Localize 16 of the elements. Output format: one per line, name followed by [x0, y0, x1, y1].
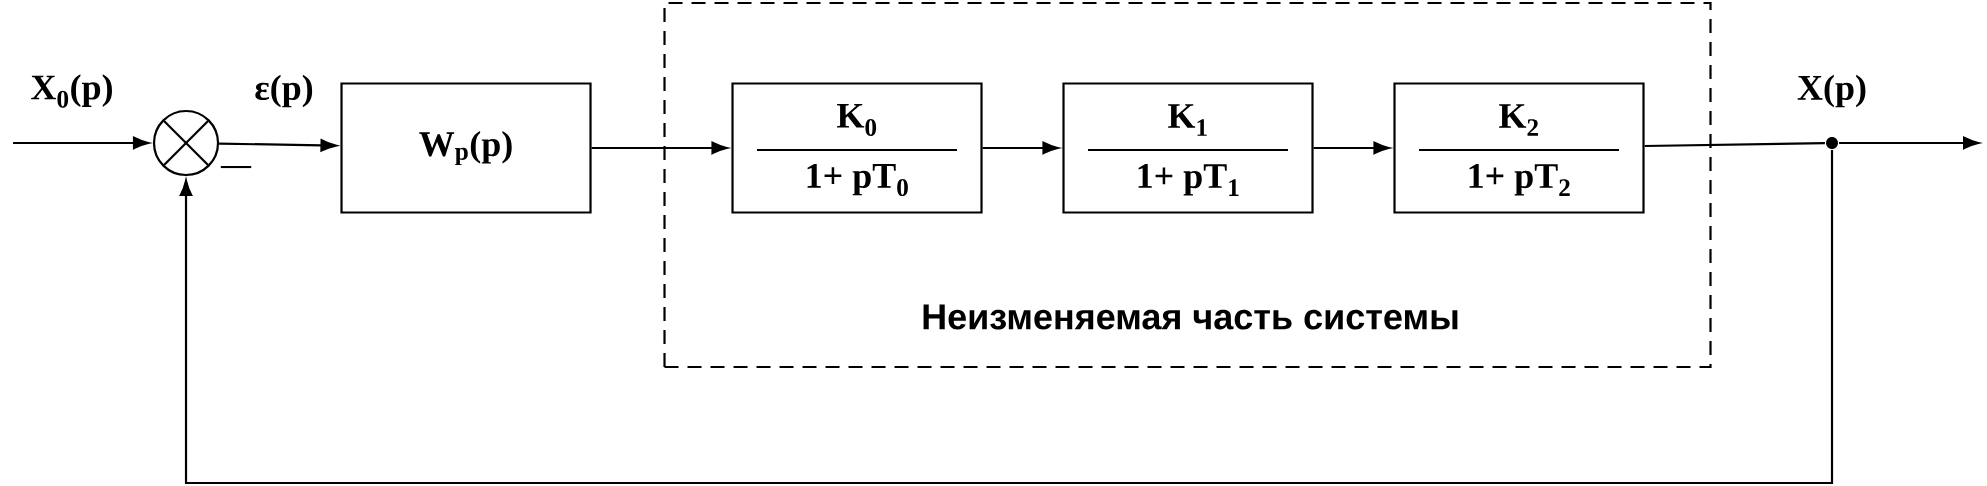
summing-junction: [152, 109, 220, 177]
arrow: [982, 141, 1059, 155]
transfer-block: K$_{2}$ 1+ pT$_{2}$: [1393, 82, 1645, 214]
signal-label: ε(p): [253, 73, 315, 109]
transfer-block: K$_{1}$ 1+ pT$_{1}$: [1062, 82, 1314, 214]
arrow: [13, 136, 150, 150]
signal-label: X(p): [1796, 73, 1868, 109]
arrow: [179, 150, 1834, 485]
arrow: [591, 141, 728, 155]
minus-sign: —: [220, 165, 252, 169]
transfer-block: K$_{0}$ 1+ pT$_{0}$: [731, 82, 983, 214]
process-box: W$_{p}$(p): [340, 82, 592, 214]
arrow: [219, 139, 337, 152]
signal-label: X$_{0}$(p): [29, 73, 115, 109]
arrow: [1313, 141, 1390, 155]
arrow: [1839, 136, 1980, 150]
